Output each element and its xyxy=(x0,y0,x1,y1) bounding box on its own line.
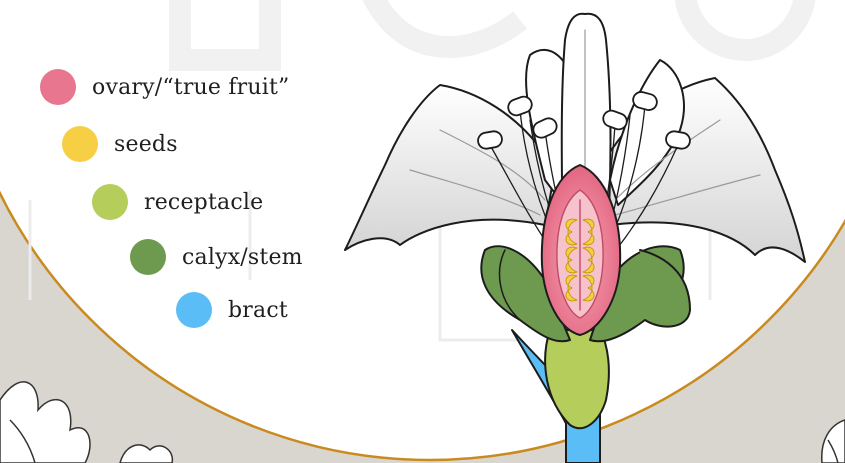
receptacle xyxy=(544,329,610,430)
lily-flower-icon xyxy=(344,12,806,463)
background-flower-icon xyxy=(821,419,845,463)
watermark xyxy=(169,0,816,71)
calyx-left-tip xyxy=(498,249,521,321)
calyx-left xyxy=(480,245,571,343)
calyx-right-lobe xyxy=(639,249,691,328)
left-petal xyxy=(344,84,556,251)
anthers xyxy=(477,91,691,150)
seeds xyxy=(565,218,595,302)
background-flower-icon xyxy=(0,381,174,463)
back-right-petal xyxy=(609,59,685,206)
watermark-thin xyxy=(28,190,712,342)
